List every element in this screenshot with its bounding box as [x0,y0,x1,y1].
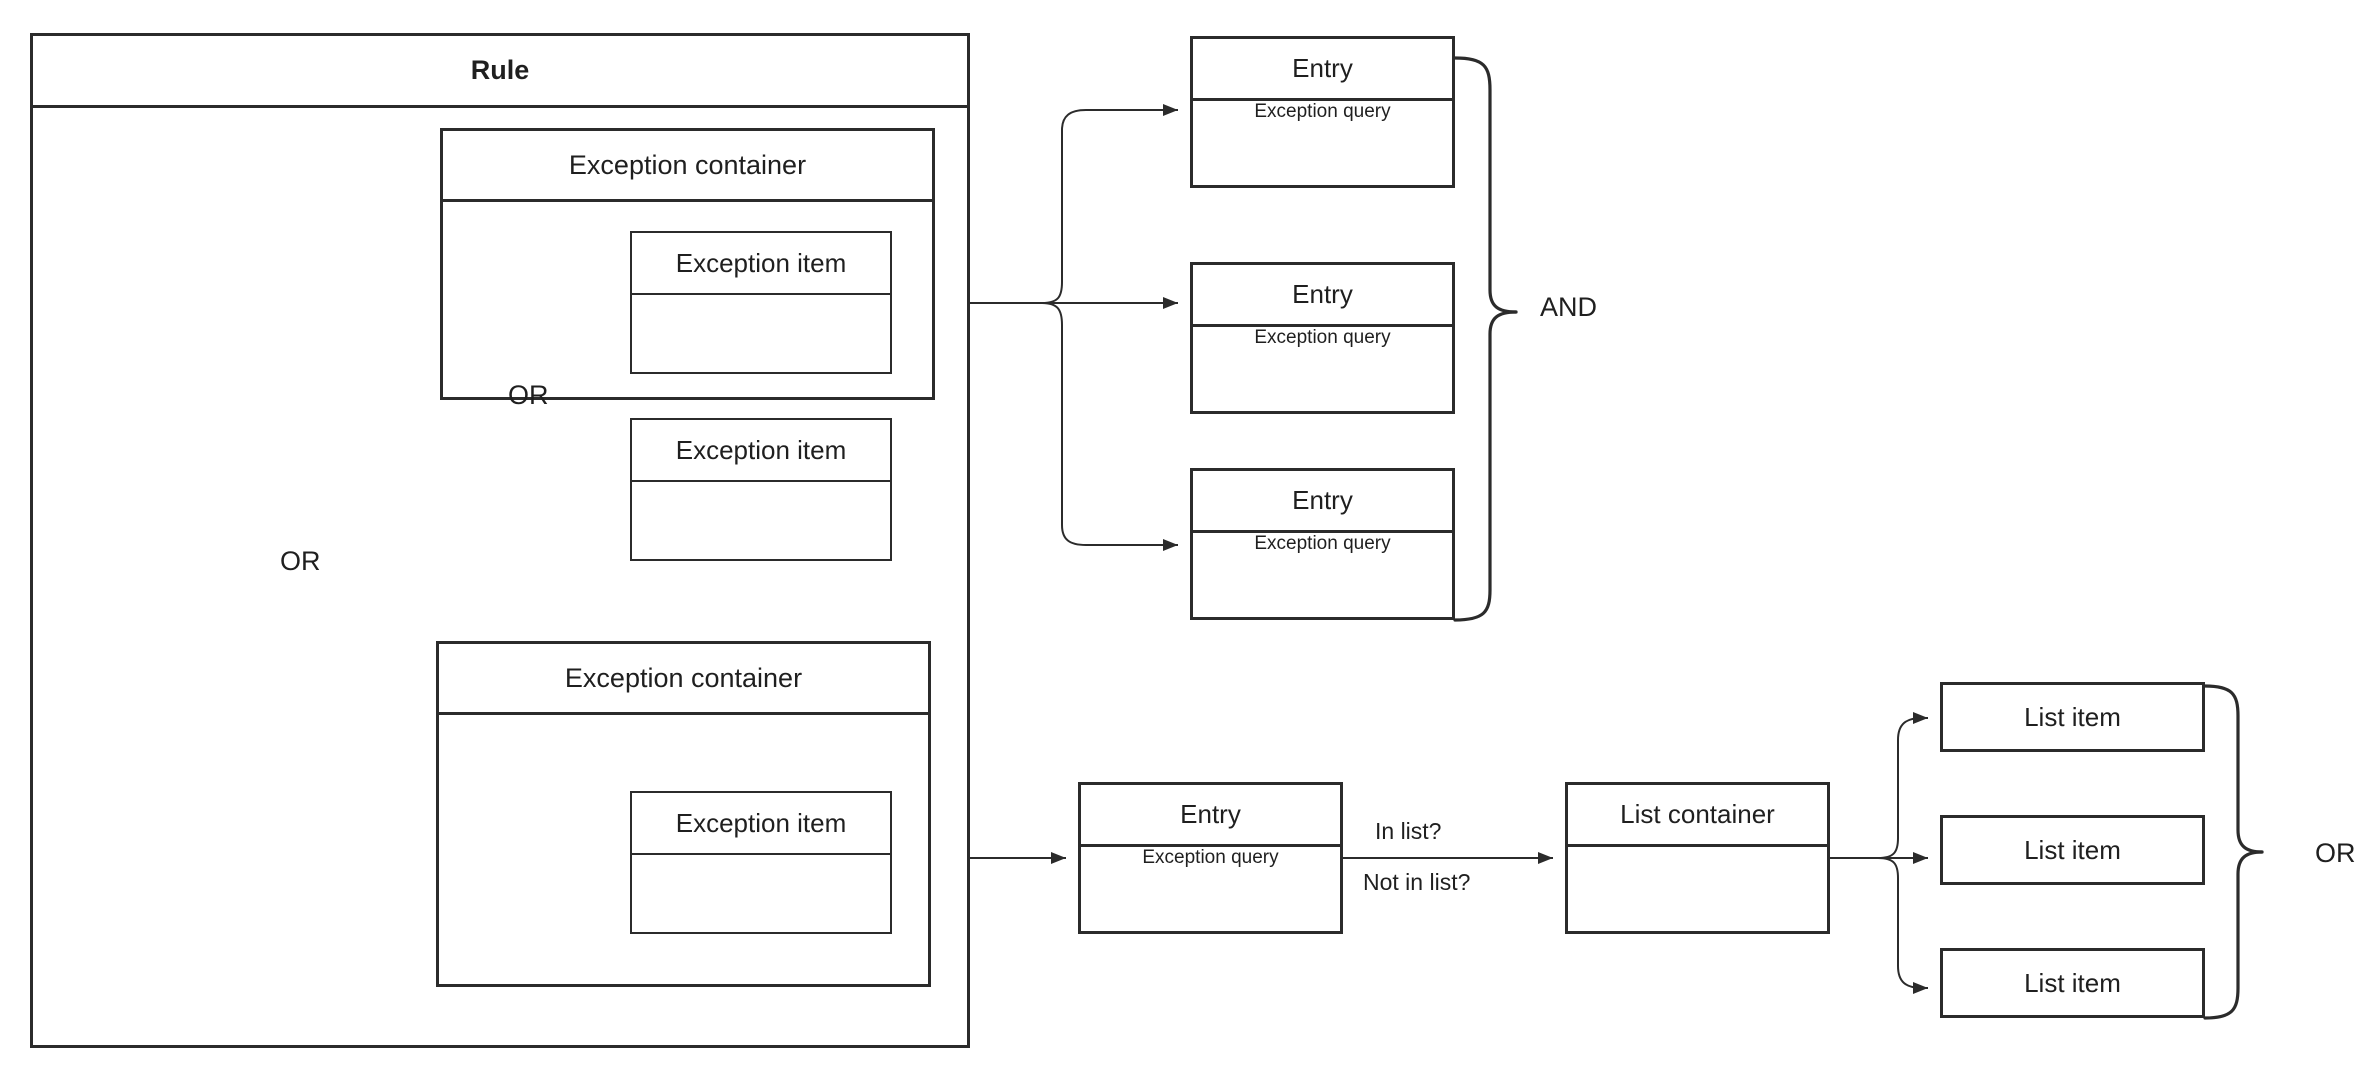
exception-item-3[interactable]: Exception item [630,791,892,934]
brace-and-entries [1453,56,1518,622]
entry-1-query: Exception query [1254,101,1391,122]
list-item-2-label: List item [2024,834,2121,865]
exception-container-1-title: Exception container [443,131,932,202]
exception-container-2-title: Exception container [439,644,928,715]
entry-list-query-title: Entry [1081,785,1340,847]
rule-title: Rule [33,36,967,108]
list-item-3[interactable]: List item [1940,948,2205,1018]
entry-3-title: Entry [1193,471,1452,533]
list-container-title: List container [1568,785,1827,847]
exception-item-2-title: Exception item [632,420,890,482]
operator-or-listitems: OR [2315,838,2356,868]
edge-label-not-in-list: Not in list? [1363,869,1471,895]
edge-label-in-list: In list? [1375,818,1442,844]
exception-item-1[interactable]: Exception item [630,231,892,374]
entry-2-title: Entry [1193,265,1452,327]
entry-3-query: Exception query [1254,533,1391,554]
entry-2[interactable]: Entry Exception query [1190,262,1455,414]
brace-or-listitems [2203,684,2264,1020]
list-item-1[interactable]: List item [1940,682,2205,752]
operator-and-entries: AND [1540,292,1598,322]
operator-or-items: OR [508,380,549,410]
operator-or-containers: OR [280,546,321,576]
list-container[interactable]: List container [1565,782,1830,934]
exception-item-1-title: Exception item [632,233,890,295]
entry-2-query: Exception query [1254,327,1391,348]
list-item-2[interactable]: List item [1940,815,2205,885]
exception-item-2[interactable]: Exception item [630,418,892,561]
exception-item-3-title: Exception item [632,793,890,855]
list-item-3-label: List item [2024,967,2121,998]
edges-listcontainer-to-items [1830,712,1928,994]
list-item-1-label: List item [2024,701,2121,732]
entry-list-query[interactable]: Entry Exception query [1078,782,1343,934]
entry-1-title: Entry [1193,39,1452,101]
entry-1[interactable]: Entry Exception query [1190,36,1455,188]
entry-list-query-body: Exception query [1142,847,1279,868]
entry-3[interactable]: Entry Exception query [1190,468,1455,620]
